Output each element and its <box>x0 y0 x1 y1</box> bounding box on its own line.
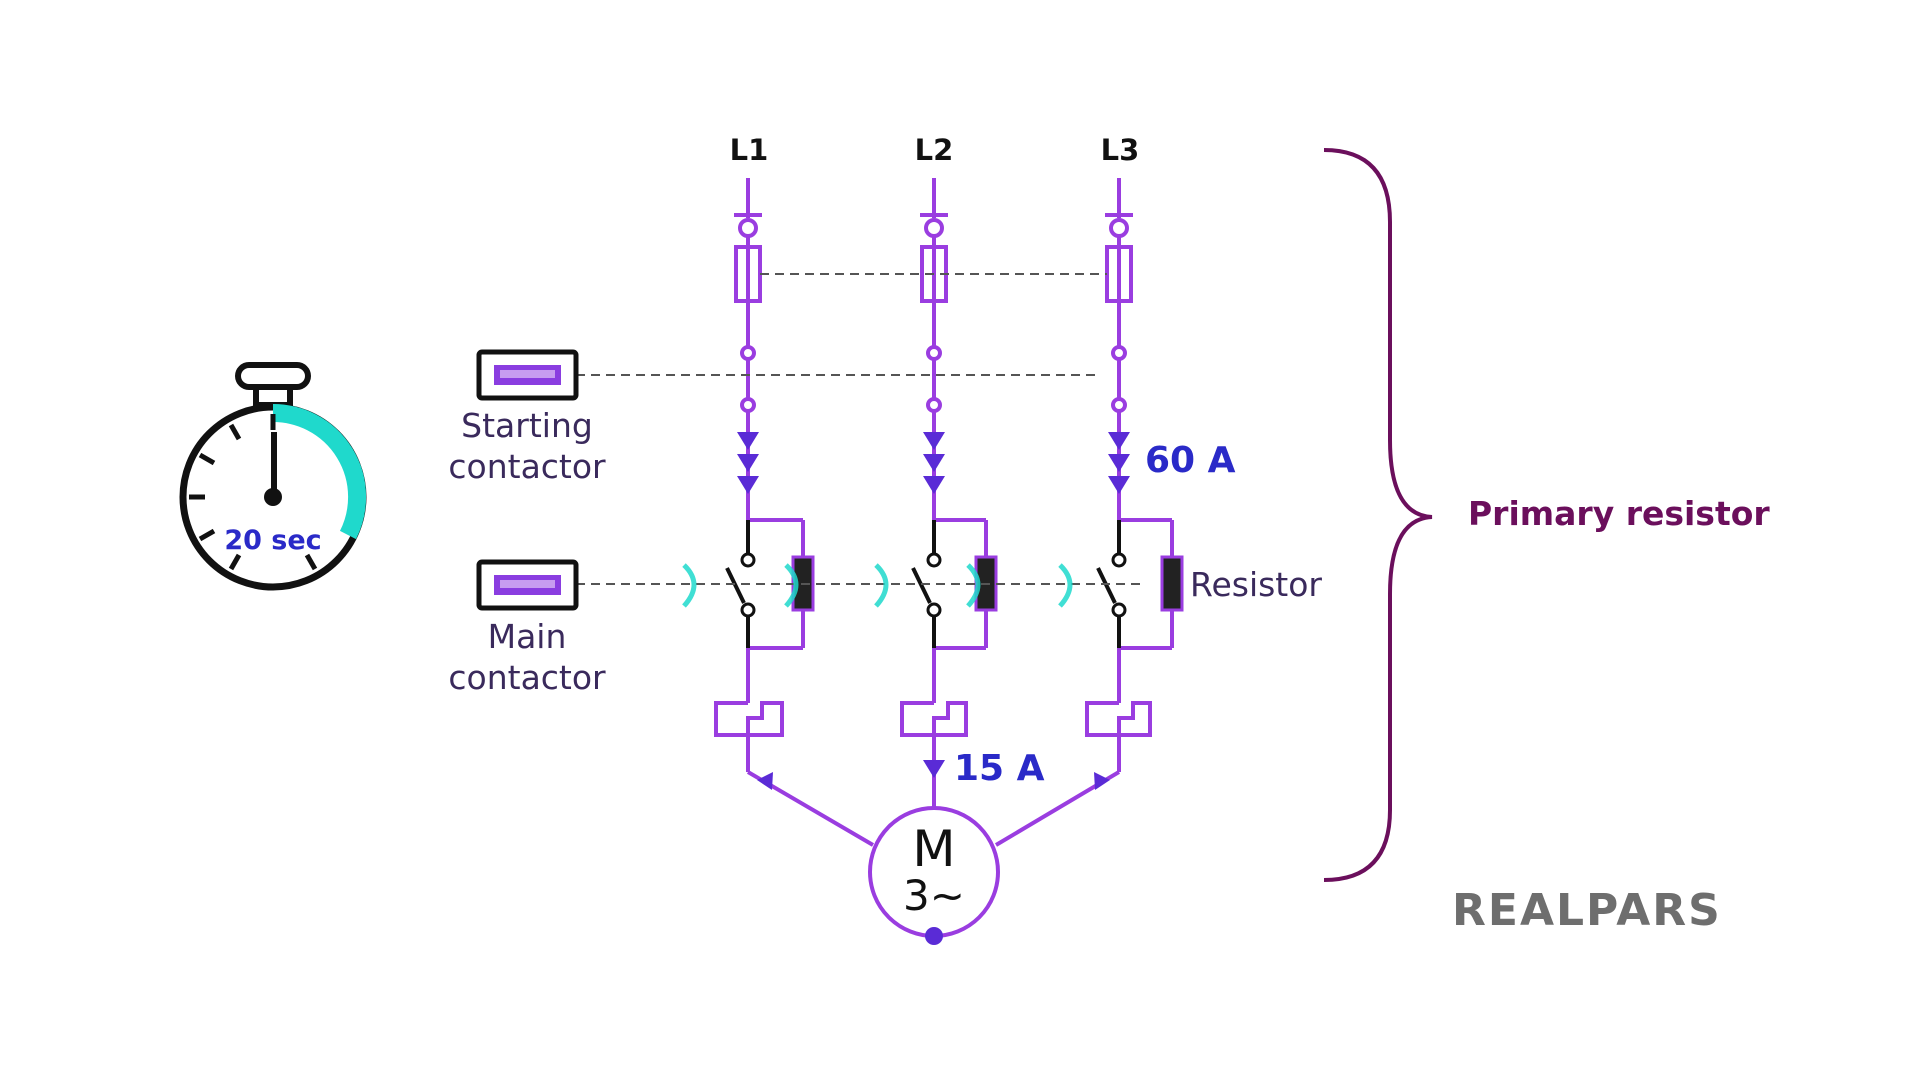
phase-column-l3 <box>994 178 1184 847</box>
resistor-label: Resistor <box>1190 565 1322 604</box>
starting-contactor <box>476 349 579 401</box>
motor-label-phase: 3~ <box>903 871 965 920</box>
bypass-arcs <box>682 563 1073 608</box>
phase-label-l3: L3 <box>1101 133 1140 167</box>
phase-column-l2 <box>900 178 998 810</box>
phase-columns <box>714 178 1184 847</box>
motor-label-m: M <box>912 820 955 878</box>
realpars-logo: REALPARS <box>1452 885 1722 936</box>
starting-contactor-label-2: contactor <box>448 447 606 486</box>
phase-column-l1 <box>714 178 875 847</box>
primary-resistor-label: Primary resistor <box>1468 494 1770 533</box>
current-label-60a: 60 A <box>1145 440 1236 481</box>
motor-symbol <box>868 806 1000 945</box>
current-label-15a: 15 A <box>954 748 1045 789</box>
phase-label-l1: L1 <box>730 133 769 167</box>
stopwatch-icon <box>179 362 367 591</box>
timer-label: 20 sec <box>224 525 321 556</box>
phase-label-l2: L2 <box>915 133 954 167</box>
main-contactor-label-2: contactor <box>448 658 606 697</box>
main-contactor <box>476 559 579 611</box>
primary-resistor-brace <box>1323 148 1433 882</box>
starting-contactor-label-1: Starting <box>461 406 593 445</box>
main-contactor-label-1: Main <box>488 617 567 656</box>
